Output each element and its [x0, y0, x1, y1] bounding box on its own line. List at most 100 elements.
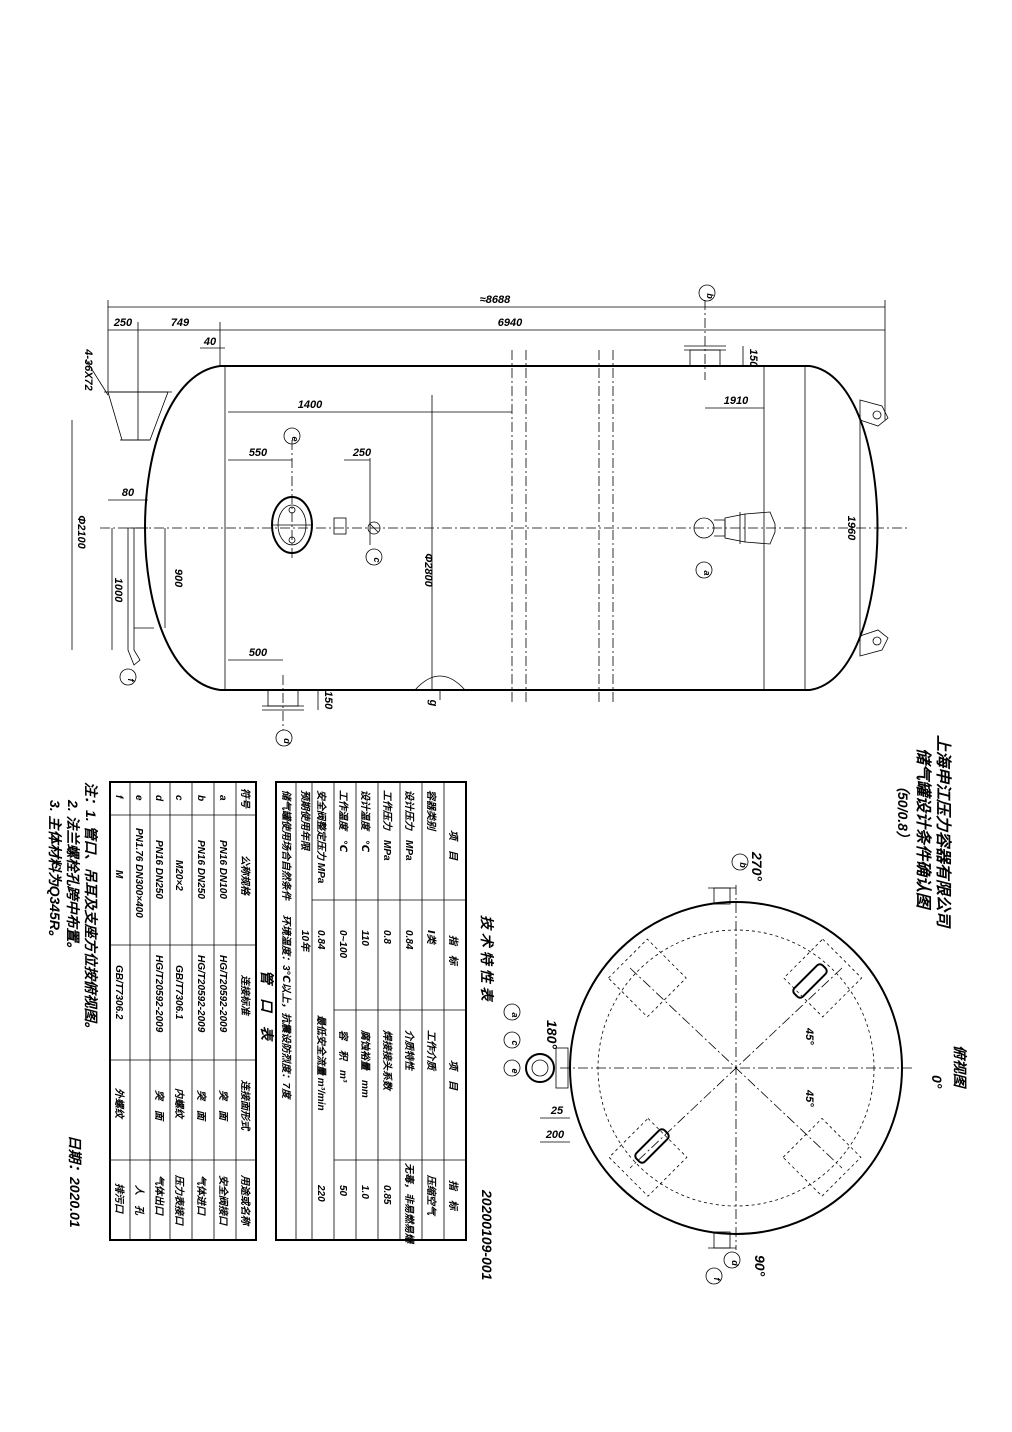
nz-f-4: 排污口 — [113, 1183, 125, 1214]
tech-r2-c0: 工作压力 MPa — [381, 790, 393, 861]
nz-h4: 用途或名称 — [239, 1174, 251, 1227]
tech-r0-c3: 压缩空气 — [425, 1174, 437, 1217]
tech-r3-c3: 1.0 — [359, 1185, 370, 1199]
nz-f-1: M — [113, 870, 124, 879]
tech-r4-c2: 容 积 m³ — [337, 1030, 349, 1083]
dim-250: 250 — [113, 317, 133, 329]
tv-bubble-a: a — [510, 1012, 520, 1017]
dim-1400: 1400 — [298, 399, 323, 411]
nozzle-table: 管 口 表 符号 公称规格 连接标准 连接面形式 用途或名称 a PN16 DN… — [109, 781, 275, 1241]
tech-row-5: 安全阀整定压力 MPa 0.84 最低安全流量 m³/min 220 — [315, 790, 327, 1202]
tech-r2-c2: 焊接接头系数 — [381, 1029, 393, 1092]
dim-1910: 1910 — [724, 395, 749, 407]
company-name: 上海申江压力容器有限公司 — [934, 735, 952, 929]
angle-90: 90° — [752, 1255, 768, 1277]
nz-a-3: 突 面 — [217, 1090, 229, 1122]
dim-200: 200 — [545, 1129, 565, 1141]
dim-500: 500 — [249, 647, 268, 659]
tv-bubble-b: b — [738, 862, 748, 868]
angle-180: 180° — [544, 1020, 560, 1049]
bubble-b: b — [705, 293, 715, 299]
angle-0: 0° — [929, 1075, 945, 1089]
dim-80: 80 — [122, 487, 135, 499]
nz-e-4: 人 孔 — [133, 1185, 145, 1216]
nozzle-d-flange — [262, 675, 304, 730]
nz-row-c: c M20×2 GB/T7306.1 内螺纹 压力表接口 — [173, 795, 185, 1226]
dim-1000: 1000 — [112, 578, 124, 603]
nz-row-b: b PN16 DN250 HG/T20592-2009 突 面 气体进口 — [195, 795, 207, 1216]
nozzle-table-grid — [110, 782, 256, 1240]
nz-f-0: f — [113, 795, 124, 800]
tech-table: 技 术 特 性 表 20200109-001 项 目 指 标 项 目 指 标 容… — [275, 781, 495, 1281]
left-support — [104, 391, 172, 666]
dimension-lines — [71, 300, 886, 710]
nz-a-4: 安全阀接口 — [217, 1175, 229, 1226]
tech-r1-c3: 无毒，非易燃易爆 — [403, 1162, 415, 1245]
nz-h0: 符号 — [239, 788, 251, 809]
tv-bubble-e: e — [510, 1068, 520, 1073]
nz-f-3: 外螺纹 — [113, 1087, 125, 1120]
nz-b-1: PN16 DN250 — [195, 840, 206, 899]
doc-number: 20200109-001 — [479, 1189, 495, 1281]
nz-b-0: b — [195, 795, 206, 801]
angle-270: 270° — [749, 851, 765, 881]
drawing-name: 储气罐设计条件确认图 — [914, 748, 932, 911]
manhole-e — [271, 440, 313, 560]
tv-bubble-c: c — [510, 1040, 520, 1045]
tech-h2: 指 标 — [447, 935, 459, 967]
nz-a-0: a — [217, 795, 228, 801]
tech-env-value: 环境温度：3℃以上，抗震设防烈度：7度 — [280, 915, 292, 1100]
bubble-e: e — [290, 436, 300, 441]
front-bubbles: b a e c d f — [119, 284, 716, 747]
dim-dia2100: Φ2100 — [75, 515, 87, 549]
support-pads — [607, 938, 863, 1197]
tech-r5-c0: 安全阀整定压力 MPa — [315, 790, 327, 884]
nz-row-f: f M GB/T7306.2 外螺纹 排污口 — [113, 795, 125, 1214]
note-3: 3. 主体材料为Q345R。 — [47, 800, 63, 944]
tech-row-1: 设计压力 MPa 0.84 介质特性 无毒，非易燃易爆 — [403, 790, 415, 1245]
tech-r1-c0: 设计压力 MPa — [403, 790, 415, 861]
gauge-c — [333, 458, 381, 545]
nz-d-1: PN16 DN250 — [153, 840, 164, 899]
tech-r6-c0: 预期使用年限 — [299, 790, 311, 852]
nz-h1: 公称规格 — [239, 855, 251, 896]
nz-b-2: HG/T20592-2009 — [195, 955, 206, 1033]
dim-900: 900 — [172, 569, 184, 588]
nz-e-1: PN1.76 DN300×400 — [133, 828, 144, 918]
tech-row-2: 工作压力 MPa 0.8 焊接接头系数 0.85 — [381, 790, 393, 1205]
tech-table-title: 技 术 特 性 表 — [479, 915, 495, 1003]
notes: 注：1. 管口、吊耳及支座方位按俯视图。 2. 法兰螺栓孔跨中布置。 3. 主体… — [47, 782, 99, 1228]
tech-r0-c1: Ⅰ类 — [425, 930, 437, 946]
dim-150-bottom: 150 — [322, 691, 334, 710]
tech-env-row: 储气罐使用场合自然条件 环境温度：3℃以上，抗震设防烈度：7度 — [280, 790, 292, 1100]
nz-c-0: c — [173, 795, 184, 801]
tv-bubble-f: f — [712, 1278, 722, 1282]
dim-250b: 250 — [352, 447, 372, 459]
tv-bubble-d: d — [730, 1260, 740, 1266]
dim-1960: 1960 — [845, 516, 857, 541]
date: 日期：2020.01 — [67, 1135, 83, 1228]
safety-valve-a — [693, 511, 776, 545]
tech-r3-c1: 110 — [359, 930, 370, 946]
nz-d-0: d — [153, 795, 164, 802]
side-view-label: 俯视图 — [952, 1045, 968, 1089]
nz-c-2: GB/T7306.1 — [173, 965, 184, 1020]
tech-r3-c0: 设计温度 ℃ — [359, 790, 371, 853]
nz-row-e: e PN1.76 DN300×400 人 孔 — [133, 795, 145, 1216]
tech-r3-c2: 腐蚀裕量 mm — [359, 1029, 371, 1098]
nz-d-2: HG/T20592-2009 — [153, 955, 164, 1033]
vessel-shell — [100, 350, 910, 705]
nz-a-2: HG/T20592-2009 — [217, 955, 228, 1033]
nz-d-3: 突 面 — [153, 1090, 165, 1122]
bubble-d: d — [282, 738, 292, 744]
nz-h2: 连接标准 — [239, 975, 251, 1017]
top-view-nozzles — [525, 887, 736, 1249]
nz-e-0: e — [133, 795, 144, 801]
bubble-c: c — [372, 557, 382, 562]
tech-r4-c1: 0~100 — [337, 930, 348, 959]
nz-d-4: 气体出口 — [153, 1175, 165, 1216]
tech-row-6: 预期使用年限 10年 — [299, 790, 311, 953]
nz-f-2: GB/T7306.2 — [113, 965, 124, 1020]
dim-40: 40 — [203, 336, 217, 348]
tech-r5-c2: 最低安全流量 m³/min — [315, 1015, 327, 1111]
